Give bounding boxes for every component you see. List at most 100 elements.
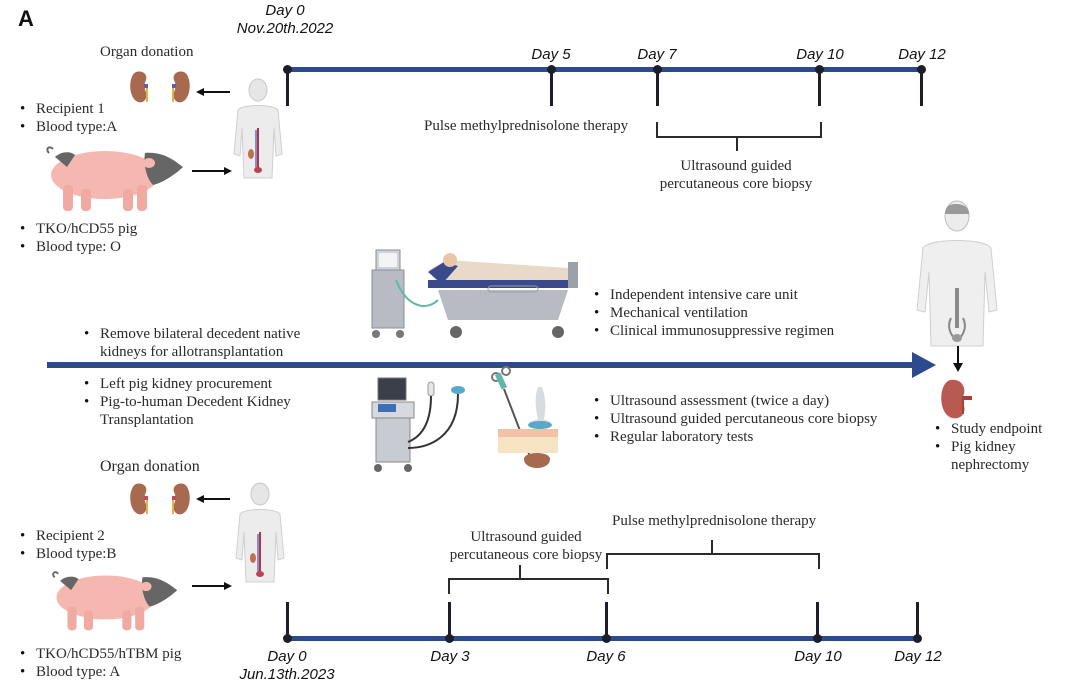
endpoint-item: Study endpoint: [935, 420, 1080, 438]
ultrasound-machine-icon: [368, 377, 468, 478]
r2-organ-donation-label: Organ donation: [100, 458, 200, 475]
r1-tick-dot: [653, 65, 662, 74]
r1-event-biopsy-line: percutaneous core biopsy: [659, 176, 813, 192]
biopsy-needle-kidney-icon: [488, 366, 558, 484]
r1-tick-dot: [917, 65, 926, 74]
r2-tick-dot: [913, 634, 922, 643]
r1-tick-day5: [550, 70, 553, 106]
r1-recipient-info: Recipient 1 Blood type:A: [18, 100, 117, 136]
r2-tick-dot: [283, 634, 292, 643]
endpoint-item: Pig kidney nephrectomy: [935, 438, 1080, 474]
r2-event-pulse-therapy: Pulse methylprednisolone therapy: [612, 513, 817, 529]
r2-tick-label: Day 3: [430, 648, 470, 665]
r1-tick-dot: [283, 65, 292, 74]
r2-pig-info-item: TKO/hCD55/hTBM pig: [20, 645, 181, 663]
r1-tick-day7: [656, 70, 659, 106]
monitor-item: Ultrasound assessment (twice a day): [594, 392, 877, 410]
r2-pig-icon: [45, 570, 185, 639]
r1-tick-day10: [818, 70, 821, 106]
r1-tick-day0: [286, 70, 289, 106]
r2-tick-label: Day 12: [894, 648, 942, 665]
monitor-items-list: Ultrasound assessment (twice a day) Ultr…: [592, 392, 877, 446]
r2-pig-info-item: Blood type: A: [20, 663, 181, 681]
r1-tick-label: Day 7: [637, 46, 677, 63]
middle-left-bottom-line: Pig-to-human Decedent Kidney: [100, 394, 291, 410]
middle-left-bottom-list: Left pig kidney procurement Pig-to-human…: [82, 375, 291, 429]
r2-tick-day12: [916, 602, 919, 638]
r2-tick-label: Day 6: [586, 648, 626, 665]
r1-tick-label: Day 10: [796, 46, 844, 63]
r2-kidneys-icon: [130, 482, 190, 521]
r1-tick-label: Day 5: [531, 46, 571, 63]
r1-organ-donation-label: Organ donation: [100, 44, 194, 60]
middle-left-bottom-item: Pig-to-human Decedent KidneyTransplantat…: [84, 393, 291, 429]
panel-label: A: [18, 6, 34, 31]
r2-tick-dot: [813, 634, 822, 643]
middle-left-bottom-line: Transplantation: [100, 412, 194, 428]
middle-left-bottom-item: Left pig kidney procurement: [84, 375, 291, 393]
r1-event-biopsy-line: Ultrasound guided: [680, 158, 792, 174]
r1-biopsy-bracket-stem: [736, 137, 738, 151]
r1-event-pulse-therapy: Pulse methylprednisolone therapy: [424, 118, 629, 134]
middle-left-top-list: Remove bilateral decedent native kidneys …: [82, 325, 300, 361]
r2-tick-dot: [602, 634, 611, 643]
r2-tick-label: Day 0: [267, 648, 307, 665]
r2-tick-day3: [448, 602, 451, 638]
r2-event-biopsy: Ultrasound guided percutaneous core biop…: [436, 528, 616, 564]
r1-tick-day12: [920, 70, 923, 106]
r1-recipient-info-item: Recipient 1: [20, 100, 117, 118]
r2-biopsy-bracket: [448, 578, 609, 594]
r2-event-biopsy-line: percutaneous core biopsy: [449, 547, 603, 563]
r1-human-body-icon: [232, 78, 284, 187]
r2-recipient-info-item: Recipient 2: [20, 527, 116, 545]
r1-pig-info-item: Blood type: O: [20, 238, 137, 256]
endpoint-arrow-down-icon: [953, 346, 963, 377]
r2-tick-day0: [286, 602, 289, 638]
icu-item: Mechanical ventilation: [594, 304, 834, 322]
endpoint-items-list: Study endpoint Pig kidney nephrectomy: [933, 420, 1080, 474]
r1-tick-dot: [815, 65, 824, 74]
main-timeline-arrow-head-icon: [912, 352, 936, 383]
r2-pulse-bracket-stem: [711, 540, 713, 554]
r1-pig-info-item: TKO/hCD55 pig: [20, 220, 137, 238]
r1-date: Nov.20th.2022: [236, 20, 334, 37]
r2-arrow-left-icon: [196, 491, 232, 509]
r2-pig-info: TKO/hCD55/hTBM pig Blood type: A: [18, 645, 181, 681]
r1-kidneys-icon: [130, 70, 190, 109]
icu-item: Independent intensive care unit: [594, 286, 834, 304]
monitor-item: Regular laboratory tests: [594, 428, 877, 446]
r2-tick-label: Day 10: [794, 648, 842, 665]
r1-event-biopsy: Ultrasound guided percutaneous core biop…: [636, 157, 836, 193]
r1-pig-info: TKO/hCD55 pig Blood type: O: [18, 220, 137, 256]
middle-left-top-item: Remove bilateral decedent native kidneys …: [84, 325, 301, 361]
r1-arrow-right-icon: [192, 163, 232, 181]
r1-arrow-left-icon: [196, 84, 232, 102]
r2-recipient-info: Recipient 2 Blood type:B: [18, 527, 117, 563]
r2-biopsy-bracket-stem: [519, 565, 521, 579]
r1-pig-icon: [45, 145, 185, 220]
r2-human-body-icon: [234, 482, 286, 591]
r1-timeline-line: [287, 67, 922, 72]
endpoint-human-body-icon: [915, 200, 999, 355]
middle-left-top-line: kidneys for allotransplantation: [100, 344, 284, 360]
icu-bed-ventilator-icon: [368, 249, 588, 345]
pig-kidney-icon: [940, 378, 976, 425]
r2-recipient-info-item: Blood type:B: [20, 545, 117, 563]
icu-item: Clinical immunosuppressive regimen: [594, 322, 834, 340]
r1-tick-dot: [547, 65, 556, 74]
r1-biopsy-bracket: [656, 122, 822, 138]
r1-recipient-info-item: Blood type:A: [20, 118, 117, 136]
main-timeline-arrow-shaft: [47, 362, 917, 368]
r1-day0-label: Day 0: [265, 2, 305, 19]
r2-date: Jun.13th.2023: [239, 666, 335, 683]
r2-tick-day10: [816, 602, 819, 638]
r1-tick-label: Day 12: [898, 46, 946, 63]
r2-tick-dot: [445, 634, 454, 643]
middle-left-top-line: Remove bilateral decedent native: [100, 326, 301, 342]
monitor-item: Ultrasound guided percutaneous core biop…: [594, 410, 877, 428]
r2-arrow-right-icon: [192, 578, 232, 596]
icu-items-list: Independent intensive care unit Mechanic…: [592, 286, 834, 340]
r2-event-biopsy-line: Ultrasound guided: [470, 529, 582, 545]
r2-pulse-bracket: [606, 553, 820, 569]
r2-tick-day6: [605, 602, 608, 638]
